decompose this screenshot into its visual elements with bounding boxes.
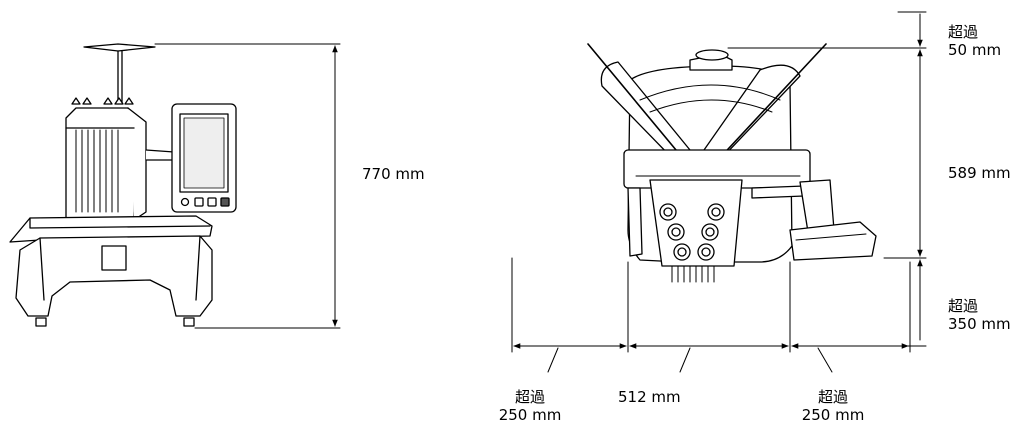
rear-clearance-prefix: 超過 xyxy=(948,297,979,315)
rear-clearance-label: 超過 350 mm xyxy=(948,297,1011,333)
front-view-machine xyxy=(9,43,237,327)
left-clearance-value: 250 mm xyxy=(498,406,562,424)
top-clearance-value: 50 mm xyxy=(948,41,1002,59)
height-589-label: 589 mm xyxy=(948,164,1011,182)
height-770-dimension-line xyxy=(154,43,341,329)
rear-clearance-value: 350 mm xyxy=(948,315,1011,333)
right-clearance-label: 超過 250 mm xyxy=(788,388,878,424)
side-view-machine xyxy=(587,43,877,283)
height-dimension-lines xyxy=(727,11,927,347)
top-clearance-label: 超過 50 mm xyxy=(948,23,1001,59)
left-clearance-label: 超過 250 mm xyxy=(490,388,570,424)
left-clearance-prefix: 超過 xyxy=(514,388,545,406)
height-770-label: 770 mm xyxy=(362,165,425,183)
top-clearance-prefix: 超過 xyxy=(948,23,979,41)
width-dimension-lines xyxy=(511,257,911,373)
right-clearance-prefix: 超過 xyxy=(817,388,848,406)
right-clearance-value: 250 mm xyxy=(801,406,865,424)
width-512-label: 512 mm xyxy=(618,388,681,406)
